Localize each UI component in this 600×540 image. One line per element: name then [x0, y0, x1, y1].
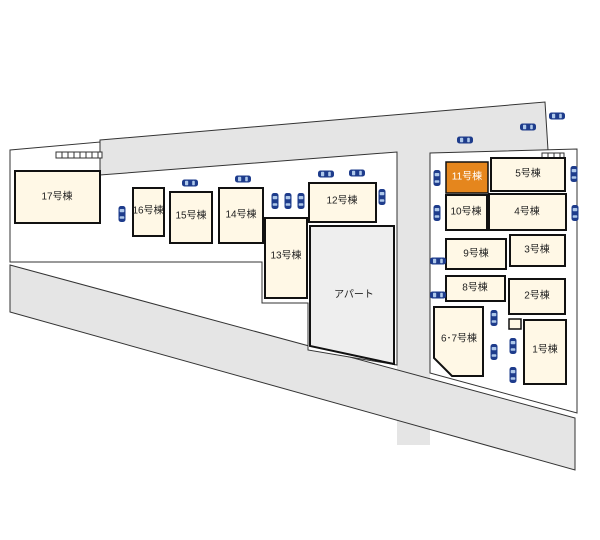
building-11-label: 11号棟 — [452, 170, 482, 183]
car-icon — [433, 205, 441, 221]
car-icon — [571, 205, 579, 221]
car-icon — [457, 136, 473, 144]
building-1-label: 1号棟 — [532, 343, 558, 356]
car-icon — [509, 338, 517, 354]
car-icon — [349, 169, 365, 177]
apartment-label: アパート — [334, 289, 374, 301]
car-icon — [378, 189, 386, 205]
apartment-building — [309, 225, 395, 366]
building-5[interactable]: 5号棟 — [490, 157, 566, 192]
car-icon — [271, 193, 279, 209]
building-9[interactable]: 9号棟 — [445, 238, 507, 270]
building-3[interactable]: 3号棟 — [509, 234, 566, 267]
building-4[interactable]: 4号棟 — [488, 193, 567, 231]
bicycle-parking-icon — [55, 151, 103, 159]
car-icon — [433, 170, 441, 186]
building-5-label: 5号棟 — [515, 167, 541, 180]
car-icon — [490, 310, 498, 326]
road-right-vertical — [397, 133, 430, 445]
building-8[interactable]: 8号棟 — [445, 275, 506, 302]
car-icon — [430, 257, 446, 265]
building-9-label: 9号棟 — [463, 247, 489, 260]
car-icon — [549, 112, 565, 120]
car-icon — [490, 344, 498, 360]
building-12-label: 12号棟 — [326, 194, 357, 207]
building-6-7[interactable]: 6･7号棟 — [433, 306, 484, 377]
car-icon — [297, 193, 305, 209]
building-17[interactable]: 17号棟 — [14, 170, 101, 224]
building-15-label: 15号棟 — [175, 209, 206, 222]
car-icon — [520, 123, 536, 131]
building-8-label: 8号棟 — [462, 281, 488, 294]
building-12[interactable]: 12号棟 — [308, 182, 377, 223]
building-14[interactable]: 14号棟 — [218, 187, 264, 244]
car-icon — [570, 166, 578, 182]
building-6-7-label: 6･7号棟 — [441, 332, 477, 345]
building-11-selected[interactable]: 11号棟 — [445, 161, 489, 194]
car-icon — [284, 193, 292, 209]
building-13-label: 13号棟 — [270, 249, 301, 262]
building-17-label: 17号棟 — [41, 190, 72, 203]
building-10-label: 10号棟 — [450, 205, 481, 218]
car-icon — [430, 291, 446, 299]
building-4-label: 4号棟 — [514, 205, 540, 218]
car-icon — [118, 206, 126, 222]
building-10[interactable]: 10号棟 — [445, 194, 488, 231]
storage-box — [508, 318, 522, 330]
building-16[interactable]: 16号棟 — [132, 187, 165, 237]
building-13[interactable]: 13号棟 — [264, 217, 308, 299]
building-3-label: 3号棟 — [524, 243, 550, 256]
building-2-label: 2号棟 — [524, 289, 550, 302]
car-icon — [509, 367, 517, 383]
building-16-label: 16号棟 — [132, 204, 163, 217]
building-2[interactable]: 2号棟 — [508, 278, 566, 315]
car-icon — [318, 170, 334, 178]
road-lower-diagonal — [9, 264, 576, 471]
building-14-label: 14号棟 — [225, 208, 256, 221]
building-1[interactable]: 1号棟 — [523, 319, 567, 385]
car-icon — [235, 175, 251, 183]
car-icon — [182, 179, 198, 187]
building-15[interactable]: 15号棟 — [169, 191, 213, 244]
